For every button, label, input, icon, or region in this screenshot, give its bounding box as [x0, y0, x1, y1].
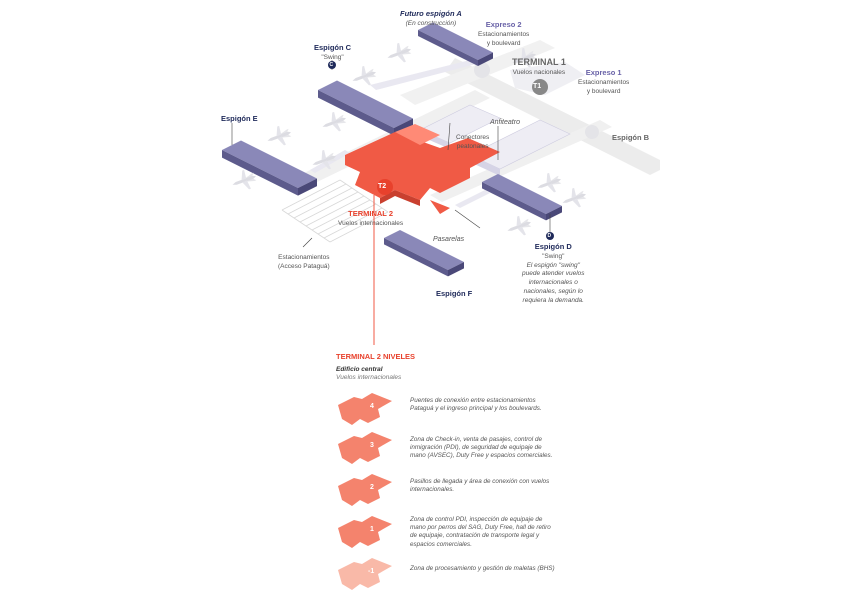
- espigon-d-sub: "Swing": [542, 252, 565, 260]
- level-num-minus-1: -1: [368, 568, 375, 575]
- espigon-d-note5: requiera la demanda.: [522, 296, 584, 304]
- espigon-d-note4: nacionales, según lo: [523, 287, 583, 295]
- label-espigon-e: Espigón E: [221, 114, 258, 125]
- parking-pataguá: [281, 179, 389, 243]
- label-pasarelas: Pasarelas: [433, 236, 465, 243]
- terminal1-title: TERMINAL 1: [512, 57, 566, 67]
- level-desc-minus-1: Zona de procesamiento y gestión de malet…: [410, 565, 555, 572]
- expreso2-title: Expreso 2: [485, 20, 522, 29]
- espigon-d-title: Espigón D: [534, 242, 572, 251]
- espigon-c-sub: "Swing": [321, 53, 344, 61]
- t1-badge-text: T1: [533, 83, 542, 90]
- expreso2-sub1: Estacionamientos: [478, 30, 530, 38]
- label-espigon-f: Espigón F: [436, 289, 472, 300]
- estac-line2: (Acceso Pataguá): [278, 262, 330, 270]
- levels-title: TERMINAL 2 NIVELES: [336, 352, 416, 361]
- estac-line1: Estacionamientos: [278, 254, 330, 261]
- espigon-d-note3: internacionales o: [528, 279, 578, 286]
- terminal2-title: TERMINAL 2: [348, 209, 394, 218]
- label-futuro-espigon-a: Futuro espigón A (En construcción): [400, 9, 462, 29]
- label-espigon-d: Espigón D "Swing" El espigón "swing" pue…: [522, 242, 585, 305]
- conectores-line2: peatonales: [456, 142, 489, 150]
- level-desc-4: Puentes de conexión entre estacionamient…: [410, 397, 542, 413]
- level-desc-1: Zona de control PDI, inspección de equip…: [410, 516, 551, 548]
- espigon-f-title: Espigón F: [436, 289, 473, 298]
- level-num-4: 4: [370, 403, 374, 410]
- label-espigon-c: Espigón C "Swing": [314, 43, 351, 63]
- futuro-a-sub: (En construcción): [405, 19, 457, 27]
- label-expreso-2: Expreso 2 Estacionamientos y boulevard: [478, 20, 529, 48]
- pier-connectors: [310, 60, 490, 208]
- espigon-b-title: Espigón B: [612, 133, 650, 142]
- label-leaders: [231, 60, 551, 248]
- label-estacionamientos: Estacionamientos (Acceso Pataguá): [278, 254, 330, 272]
- level-floors: [338, 393, 392, 590]
- expreso1-sub2: y boulevard: [586, 87, 621, 95]
- label-terminal-2: TERMINAL 2 Vuelos internacionales: [338, 209, 403, 229]
- building-sub: Vuelos internacionales: [336, 374, 402, 382]
- level-num-1: 1: [370, 526, 374, 533]
- building-name: Edificio central: [336, 366, 383, 373]
- espigon-d-note2: puede atender vuelos: [522, 270, 585, 278]
- terminal-1-buildings: [419, 62, 599, 176]
- level-num-3: 3: [370, 442, 374, 449]
- pier-c: [318, 80, 413, 136]
- swing-c-badge-text: C: [329, 61, 334, 68]
- terminal1-sub: Vuelos nacionales: [512, 68, 566, 76]
- terminal2-sub: Vuelos internacionales: [338, 219, 404, 227]
- espigon-c-title: Espigón C: [314, 43, 352, 52]
- futuro-a-title: Futuro espigón A: [400, 9, 462, 18]
- expreso1-title: Expreso 1: [585, 68, 622, 77]
- pier-e: [222, 140, 317, 196]
- label-expreso-1: Expreso 1 Estacionamientos y boulevard: [578, 68, 629, 96]
- level-num-2: 2: [370, 484, 374, 491]
- swing-d-badge: [546, 232, 554, 240]
- level-desc-3: Zona de Check-in, venta de pasajes, cont…: [410, 436, 553, 460]
- expreso2-sub2: y boulevard: [486, 39, 521, 47]
- t2-badge: [377, 179, 393, 195]
- conectores-line1: Conectores: [456, 134, 490, 141]
- label-terminal-1: TERMINAL 1 Vuelos nacionales: [512, 57, 566, 78]
- t1-badge: [532, 79, 548, 95]
- levels-building: Edificio central Vuelos internacionales: [336, 366, 401, 383]
- espigon-e-title: Espigón E: [221, 114, 258, 123]
- expreso1-sub1: Estacionamientos: [578, 78, 630, 86]
- label-conectores: Conectores peatonales: [456, 134, 489, 152]
- label-anfiteatro: Anfiteatro: [490, 119, 520, 126]
- swing-d-badge-text: D: [547, 232, 552, 239]
- swing-c-badge: [328, 61, 336, 69]
- level-desc-2: Pasillos de llegada y área de conexión c…: [410, 478, 550, 494]
- t2-badge-text: T2: [378, 183, 387, 190]
- label-espigon-b: Espigón B: [612, 133, 649, 144]
- espigon-d-note1: El espigón "swing": [526, 261, 580, 269]
